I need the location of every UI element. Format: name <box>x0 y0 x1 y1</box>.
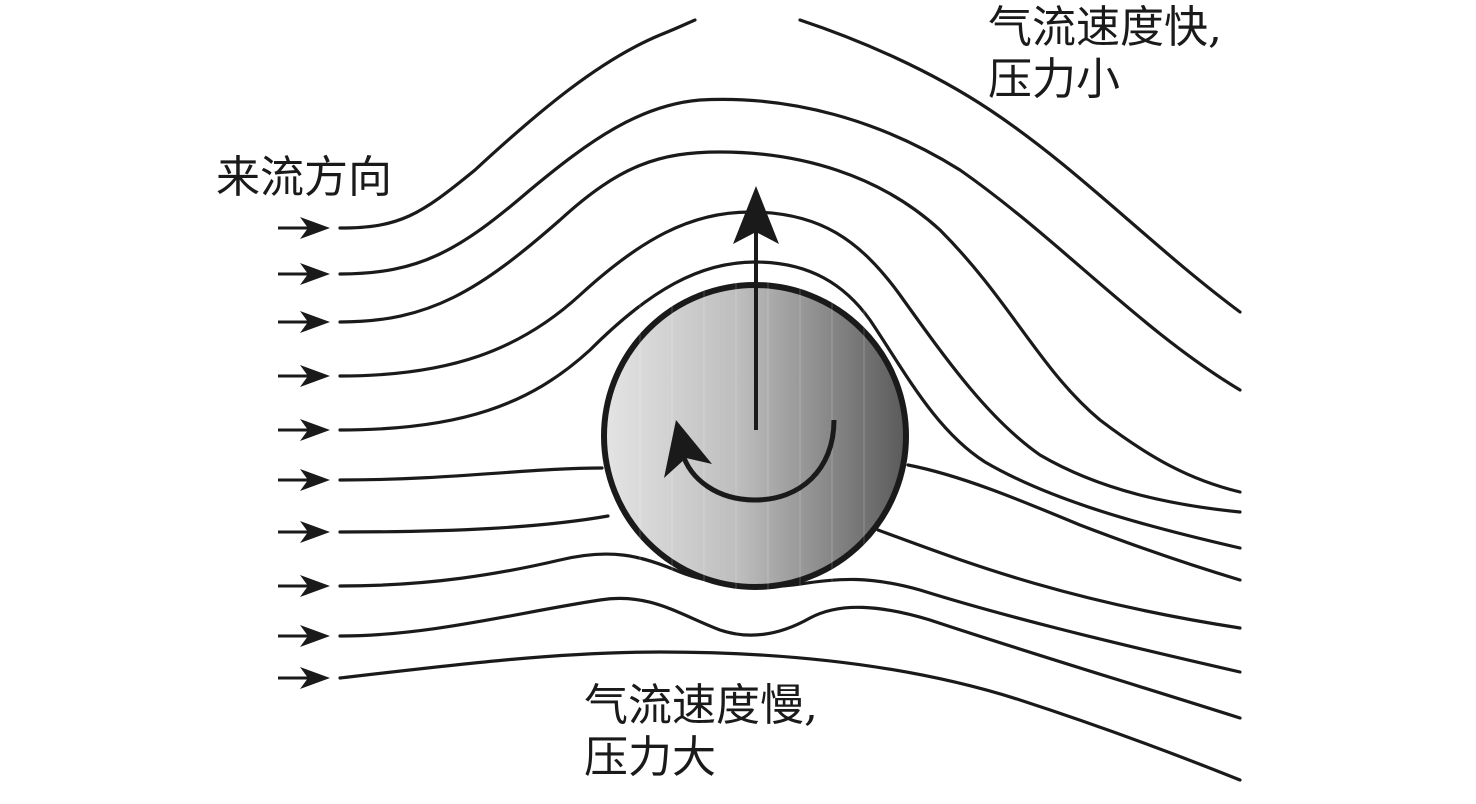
streamline-6b <box>906 463 1242 582</box>
streamline-7b <box>876 528 1242 630</box>
streamline-6 <box>338 466 604 482</box>
streamline-10 <box>338 650 1242 782</box>
counterclockwise-arrow-icon <box>664 419 837 503</box>
streamline-5 <box>338 260 1242 550</box>
streamline-4 <box>338 210 1242 514</box>
right-arrow-icon <box>278 667 330 689</box>
right-arrow-icon <box>278 625 330 647</box>
rotating-ball <box>601 280 909 590</box>
incoming-flow-label: 来流方向 <box>216 152 392 203</box>
bottom-region-label: 气流速度慢, 压力大 <box>584 680 818 784</box>
streamline-9 <box>338 596 1242 720</box>
up-arrow-icon <box>733 186 779 430</box>
streamline-1 <box>338 18 697 230</box>
right-arrow-icon <box>278 217 330 239</box>
right-arrow-icon <box>278 521 330 543</box>
top-label-line2: 压力小 <box>988 54 1120 105</box>
bottom-label-line1: 气流速度慢, <box>584 680 818 731</box>
right-arrow-icon <box>278 311 330 333</box>
right-arrow-icon <box>278 469 330 491</box>
right-arrow-icon <box>278 263 330 285</box>
top-label-line1: 气流速度快, <box>988 2 1222 53</box>
bottom-label-line2: 压力大 <box>584 732 716 783</box>
streamline-7 <box>338 514 610 534</box>
top-region-label: 气流速度快, 压力小 <box>988 2 1222 106</box>
streamline-1b <box>798 18 1242 314</box>
right-arrow-icon <box>278 575 330 597</box>
incoming-flow-arrows <box>278 217 330 689</box>
streamline-2 <box>338 97 1242 392</box>
streamline-3 <box>338 150 1242 494</box>
right-arrow-icon <box>278 419 330 441</box>
right-arrow-icon <box>278 365 330 387</box>
